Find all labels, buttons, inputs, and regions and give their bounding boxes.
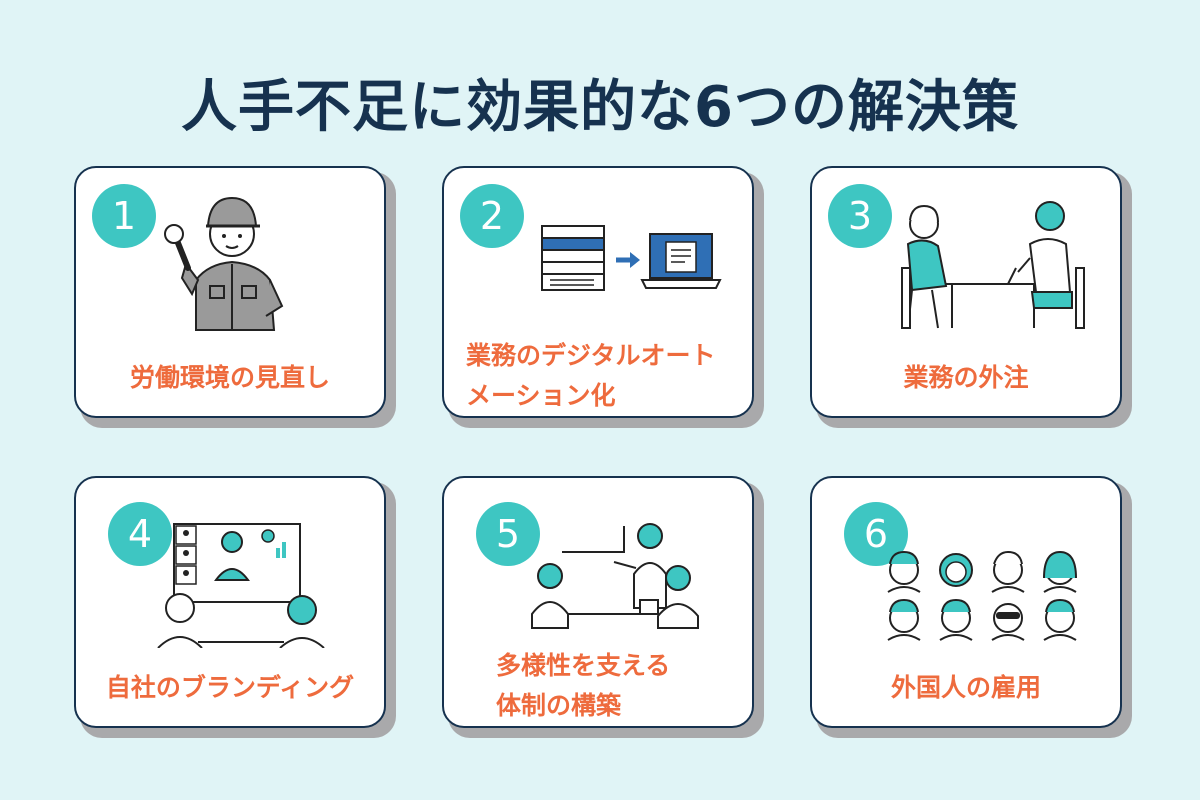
card-2: 2 業務のデジタルオート メーション化 xyxy=(442,166,754,418)
card-number: 4 xyxy=(108,502,172,566)
card-number: 5 xyxy=(476,502,540,566)
label-line: メーション化 xyxy=(466,381,616,410)
documents-to-laptop-icon xyxy=(541,225,722,291)
video-presentation-icon xyxy=(157,523,325,648)
card-5: 5 多様性を支える 体制の構築 xyxy=(442,476,754,728)
team-discussion-icon xyxy=(531,523,699,629)
worker-with-wrench-icon xyxy=(164,196,284,331)
card-label: 外国人の雇用 xyxy=(812,668,1120,708)
label-line: 自社のブランディング xyxy=(105,673,355,702)
label-line: 体制の構築 xyxy=(496,691,622,720)
diverse-faces-icon xyxy=(887,550,1077,641)
card-number: 6 xyxy=(844,502,908,566)
label-line: 業務のデジタルオート xyxy=(466,341,716,370)
card-3: 3 業務の外注 xyxy=(810,166,1122,418)
card-number: 1 xyxy=(92,184,156,248)
card-label: 多様性を支える 体制の構築 xyxy=(444,646,752,726)
card-number: 3 xyxy=(828,184,892,248)
label-line: 多様性を支える xyxy=(496,651,671,680)
card-1: 1 労働環境の見直し xyxy=(74,166,386,418)
card-label: 業務の外注 xyxy=(812,358,1120,398)
page-title: 人手不足に効果的な6つの解決策 xyxy=(181,75,1019,140)
two-people-meeting-icon xyxy=(901,201,1085,329)
card-label: 業務のデジタルオート メーション化 xyxy=(444,336,752,416)
card-label: 労働環境の見直し xyxy=(76,358,384,398)
label-line: 外国人の雇用 xyxy=(890,673,1041,702)
label-line: 業務の外注 xyxy=(903,363,1029,392)
card-number: 2 xyxy=(460,184,524,248)
card-label: 自社のブランディング xyxy=(76,668,384,708)
card-6: 6 外国人の雇用 xyxy=(810,476,1122,728)
card-4: 4 自社のブランディング xyxy=(74,476,386,728)
label-line: 労働環境の見直し xyxy=(129,363,330,392)
